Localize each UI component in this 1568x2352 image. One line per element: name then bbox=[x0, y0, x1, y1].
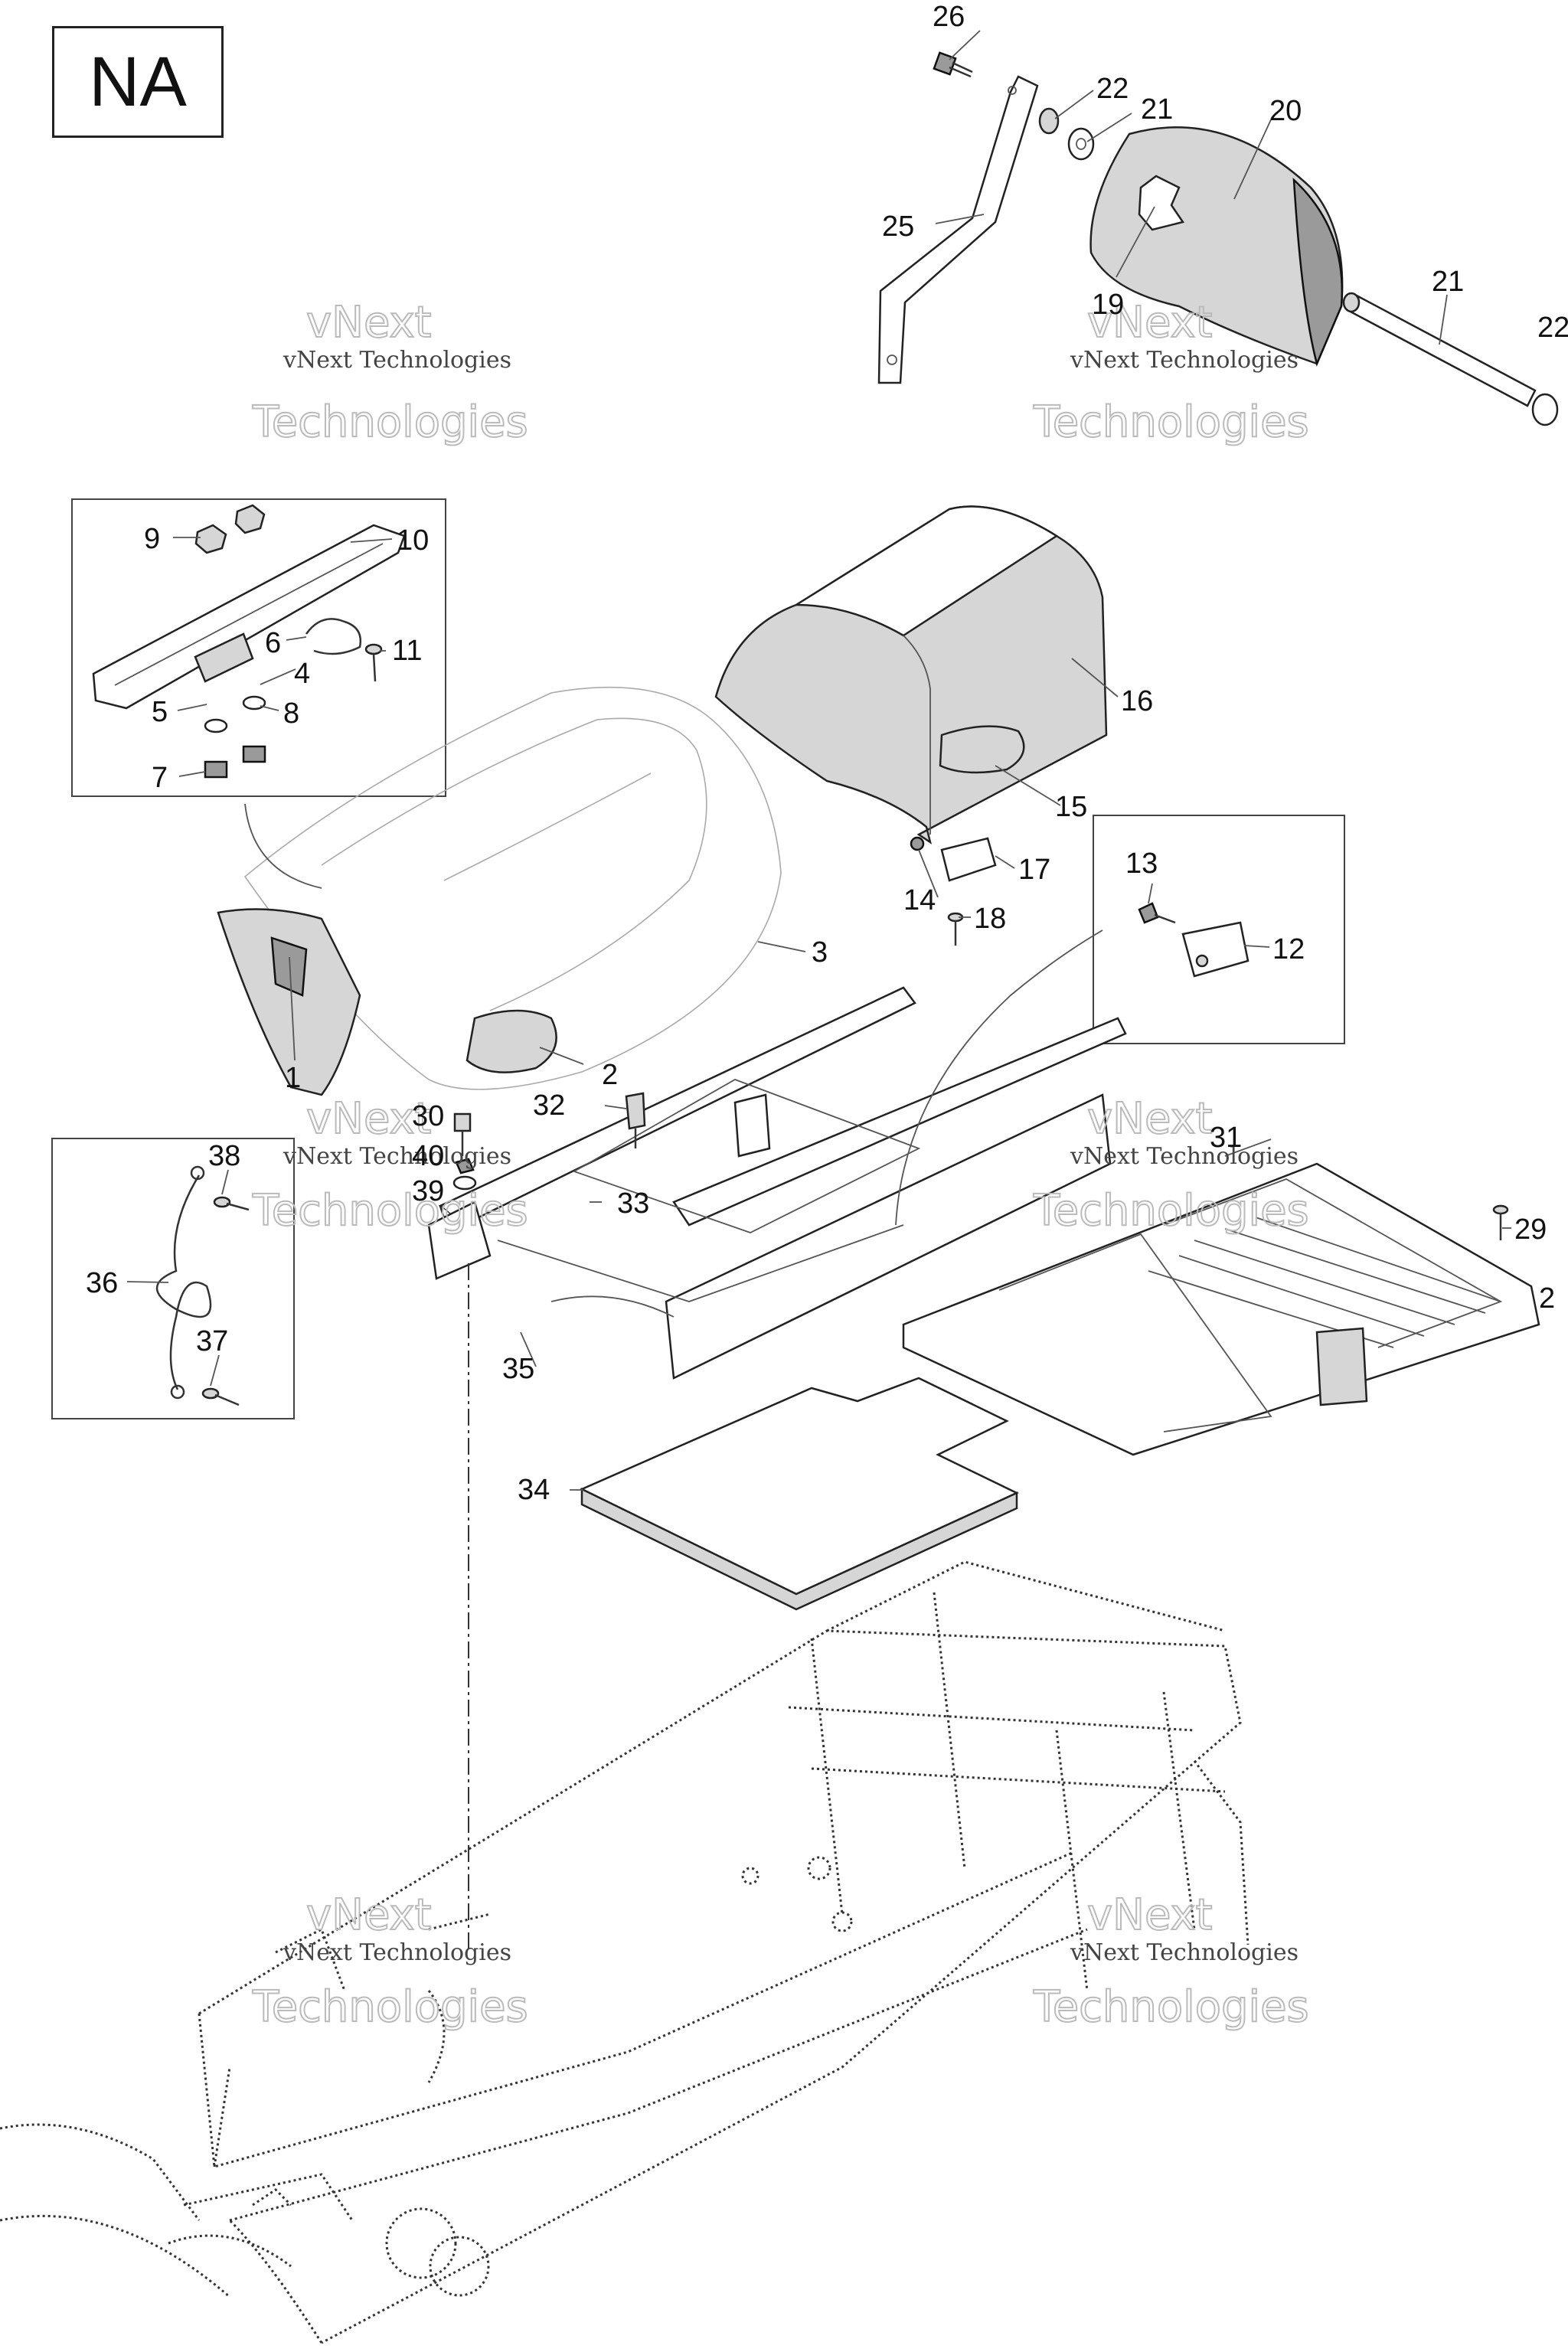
running-board-2 bbox=[902, 1162, 1540, 1456]
bolts-7 bbox=[204, 745, 266, 779]
callout-8: 8 bbox=[283, 697, 299, 730]
rod-21 bbox=[1342, 292, 1537, 407]
chassis-frame bbox=[0, 1560, 1250, 2344]
spring-6 bbox=[305, 618, 362, 655]
seat-front-cap-1 bbox=[217, 908, 361, 1096]
callout-9: 9 bbox=[144, 523, 160, 555]
svg-text:vNext: vNext bbox=[1087, 1890, 1213, 1940]
pin-32 bbox=[625, 1092, 646, 1148]
callout-36: 36 bbox=[86, 1267, 118, 1299]
leader-lines bbox=[126, 30, 1511, 1491]
rivet-29 bbox=[1492, 1204, 1509, 1240]
nuts-9 bbox=[194, 504, 266, 554]
foam-pad-34 bbox=[580, 1377, 1019, 1611]
callout-29: 29 bbox=[1514, 1214, 1547, 1246]
svg-text:vNext: vNext bbox=[306, 1890, 432, 1940]
seat-3 bbox=[243, 686, 782, 1090]
washers-23-22 bbox=[1038, 107, 1095, 161]
callout-16: 16 bbox=[1121, 685, 1153, 717]
callout-37: 37 bbox=[196, 1325, 228, 1357]
callout-33: 33 bbox=[617, 1187, 649, 1220]
svg-text:Technologies: Technologies bbox=[252, 1186, 528, 1236]
washers-8 bbox=[204, 695, 266, 733]
callout-13: 13 bbox=[1125, 848, 1158, 880]
callout-31: 31 bbox=[1210, 1122, 1242, 1154]
callout-2b: 2 bbox=[1539, 1282, 1555, 1315]
svg-text:vNext: vNext bbox=[1087, 1094, 1213, 1144]
nut-40 bbox=[455, 1158, 475, 1174]
callout-38: 38 bbox=[208, 1140, 240, 1172]
callout-22b: 22 bbox=[1537, 312, 1568, 344]
svg-text:vNext Technologies: vNext Technologies bbox=[1070, 347, 1298, 374]
svg-text:vNext: vNext bbox=[1087, 298, 1213, 348]
callout-34: 34 bbox=[518, 1474, 550, 1506]
callout-21: 21 bbox=[1432, 266, 1464, 298]
region-label: NA bbox=[52, 26, 224, 138]
callout-17: 17 bbox=[1018, 854, 1050, 886]
callout-2: 2 bbox=[602, 1059, 618, 1091]
rivet-18 bbox=[947, 912, 964, 946]
watermark: vNext Technologies vNext Technologies vN… bbox=[251, 297, 1310, 2033]
svg-text:vNext Technologies: vNext Technologies bbox=[1070, 1939, 1298, 1966]
svg-text:vNext Technologies: vNext Technologies bbox=[283, 1143, 511, 1170]
callout-6: 6 bbox=[265, 627, 281, 659]
svg-text:vNext Technologies: vNext Technologies bbox=[283, 1939, 511, 1966]
callout-15: 15 bbox=[1055, 791, 1087, 823]
callout-22: 21 bbox=[1141, 93, 1173, 126]
callout-19: 19 bbox=[1092, 289, 1124, 321]
svg-text:vNext: vNext bbox=[306, 1094, 432, 1144]
callout-26: 26 bbox=[933, 1, 965, 33]
washer-22b bbox=[1531, 393, 1559, 426]
rivet-38 bbox=[213, 1196, 250, 1211]
detail-box-seat-latch bbox=[71, 498, 446, 797]
callout-35: 35 bbox=[502, 1353, 534, 1385]
backrest-bracket bbox=[877, 75, 1039, 384]
callout-7: 7 bbox=[152, 762, 168, 794]
callout-11: 11 bbox=[392, 635, 422, 667]
bolt-30 bbox=[453, 1112, 472, 1156]
callout-1: 1 bbox=[285, 1062, 301, 1094]
svg-text:vNext Technologies: vNext Technologies bbox=[283, 347, 511, 374]
callout-numbers: 26 22 21 20 25 19 21 22 9 10 6 11 4 5 8 … bbox=[86, 1, 1568, 1506]
backrest-pad bbox=[1089, 126, 1344, 367]
callout-10: 10 bbox=[397, 524, 429, 557]
callout-30: 30 bbox=[412, 1100, 444, 1132]
callout-32: 32 bbox=[533, 1089, 565, 1122]
tether-36 bbox=[155, 1165, 212, 1400]
callout-14: 14 bbox=[903, 884, 936, 916]
callout-4: 4 bbox=[294, 658, 310, 690]
svg-text:vNext Technologies: vNext Technologies bbox=[1070, 1143, 1298, 1170]
callout-5: 5 bbox=[152, 696, 168, 728]
callout-25: 25 bbox=[882, 211, 914, 243]
screw-13 bbox=[1138, 902, 1176, 924]
rivet-11 bbox=[364, 643, 383, 682]
rivet-37 bbox=[201, 1387, 240, 1406]
svg-text:Technologies: Technologies bbox=[252, 397, 528, 447]
hinge-12 bbox=[1181, 921, 1250, 978]
bolt-14 bbox=[910, 836, 925, 851]
washer-39 bbox=[452, 1175, 477, 1191]
detail-box-tether bbox=[51, 1138, 295, 1419]
svg-text:Technologies: Technologies bbox=[1033, 397, 1309, 447]
callout-39: 39 bbox=[412, 1175, 444, 1207]
rear-storage-box bbox=[714, 505, 1108, 844]
detail-box-hinge bbox=[1093, 815, 1345, 1044]
svg-text:Technologies: Technologies bbox=[252, 1982, 528, 2032]
seat-patch-2 bbox=[466, 1009, 557, 1073]
svg-text:vNext: vNext bbox=[306, 298, 432, 348]
callout-18: 18 bbox=[974, 903, 1006, 935]
callout-23: 22 bbox=[1096, 73, 1129, 105]
callout-40: 40 bbox=[412, 1140, 444, 1172]
svg-text:Technologies: Technologies bbox=[1033, 1186, 1309, 1236]
latch-17 bbox=[940, 837, 997, 882]
callout-20: 20 bbox=[1269, 95, 1302, 127]
svg-text:Technologies: Technologies bbox=[1033, 1982, 1309, 2032]
callout-3: 3 bbox=[812, 936, 828, 969]
seat-frame bbox=[427, 929, 1127, 1380]
callout-12: 12 bbox=[1272, 933, 1305, 965]
seat-latch-rail bbox=[92, 524, 406, 710]
